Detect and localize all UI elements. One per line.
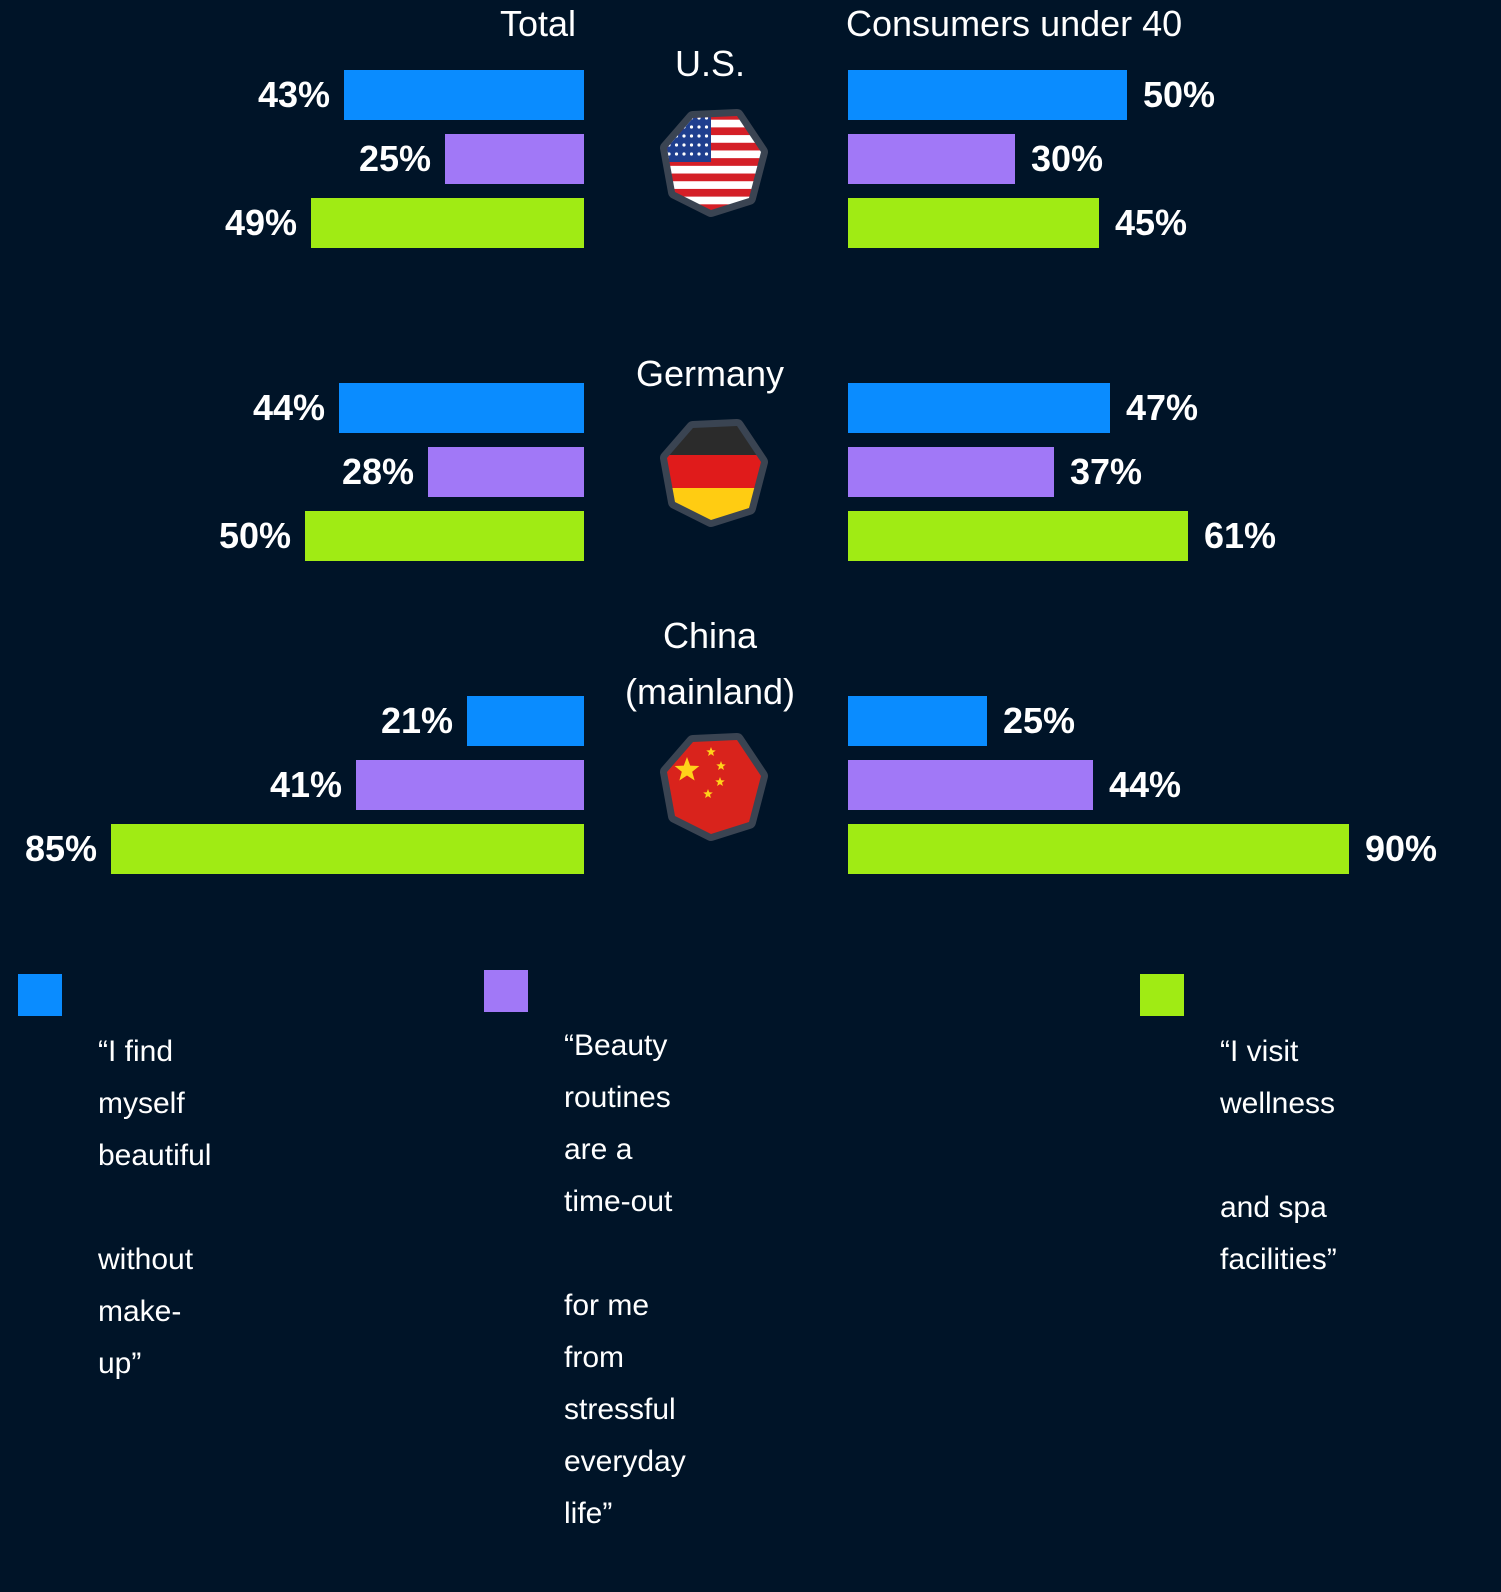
- bar-under40-2-2: [848, 447, 1054, 497]
- data-label: 25%: [1003, 700, 1076, 741]
- legend-label-line2: and spa facilities”: [1220, 1191, 1337, 1276]
- country-name: U.S.: [674, 43, 745, 84]
- china-flag-icon: [655, 728, 771, 844]
- country-name: (mainland): [624, 671, 796, 712]
- legend-label-line1: “Beauty routines are a time-out: [564, 1029, 673, 1218]
- legend-label-line1: “I find myself beautiful: [98, 1035, 212, 1172]
- data-label: 85%: [24, 828, 97, 869]
- data-label: 28%: [341, 451, 414, 492]
- data-label: 37%: [1070, 451, 1143, 492]
- bar-under40-2-1: [848, 383, 1110, 433]
- bar-under40-3-2: [848, 760, 1093, 810]
- bar-total-2-2: [428, 447, 584, 497]
- bar-total-2-1: [339, 383, 584, 433]
- legend-label: “I find myself beautiful without make-up…: [98, 974, 211, 1442]
- bar-total-3-2: [356, 760, 584, 810]
- data-label: 30%: [1031, 138, 1104, 179]
- column-title-under-40: Consumers under 40: [846, 3, 1183, 44]
- legend-label-line2: for me from stressful everyday life”: [564, 1289, 686, 1530]
- data-label: 25%: [358, 138, 431, 179]
- legend-label: “Beauty routines are a time-out for me f…: [564, 968, 686, 1592]
- us-flag-icon: [655, 104, 771, 220]
- bar-total-1-3: [311, 198, 584, 248]
- bar-under40-3-3: [848, 824, 1349, 874]
- legend-swatch-blue: [18, 974, 62, 1016]
- legend-label: “I visit wellness and spa facilities”: [1220, 974, 1337, 1338]
- country-name: Germany: [635, 353, 785, 394]
- data-label: 50%: [218, 515, 291, 556]
- legend-swatch-purple: [484, 970, 528, 1012]
- bar-under40-1-2: [848, 134, 1015, 184]
- bar-under40-2-3: [848, 511, 1188, 561]
- data-label: 50%: [1143, 74, 1216, 115]
- data-label: 44%: [252, 387, 325, 428]
- bar-total-3-1: [467, 696, 584, 746]
- bar-under40-1-1: [848, 70, 1127, 120]
- data-label: 45%: [1115, 202, 1188, 243]
- country-name: China: [662, 615, 758, 656]
- bar-total-1-2: [445, 134, 584, 184]
- bar-total-2-3: [305, 511, 584, 561]
- column-title-total: Total: [500, 3, 577, 44]
- data-label: 90%: [1365, 828, 1438, 869]
- legend-label-line1: “I visit wellness: [1220, 1035, 1336, 1120]
- legend-label-line2: without make-up”: [98, 1243, 194, 1380]
- data-label: 61%: [1204, 515, 1277, 556]
- data-label: 43%: [257, 74, 330, 115]
- bar-under40-3-1: [848, 696, 987, 746]
- data-label: 21%: [380, 700, 453, 741]
- data-label: 44%: [1109, 764, 1182, 805]
- data-label: 49%: [224, 202, 297, 243]
- bar-total-1-1: [344, 70, 584, 120]
- bar-under40-1-3: [848, 198, 1099, 248]
- germany-flag-icon: [655, 414, 771, 530]
- data-label: 41%: [269, 764, 342, 805]
- data-label: 47%: [1126, 387, 1199, 428]
- bar-total-3-3: [111, 824, 584, 874]
- legend-swatch-green: [1140, 974, 1184, 1016]
- chart-area: Total Consumers under 40 U.S. 43% 25% 49% 50…: [24, 3, 1438, 874]
